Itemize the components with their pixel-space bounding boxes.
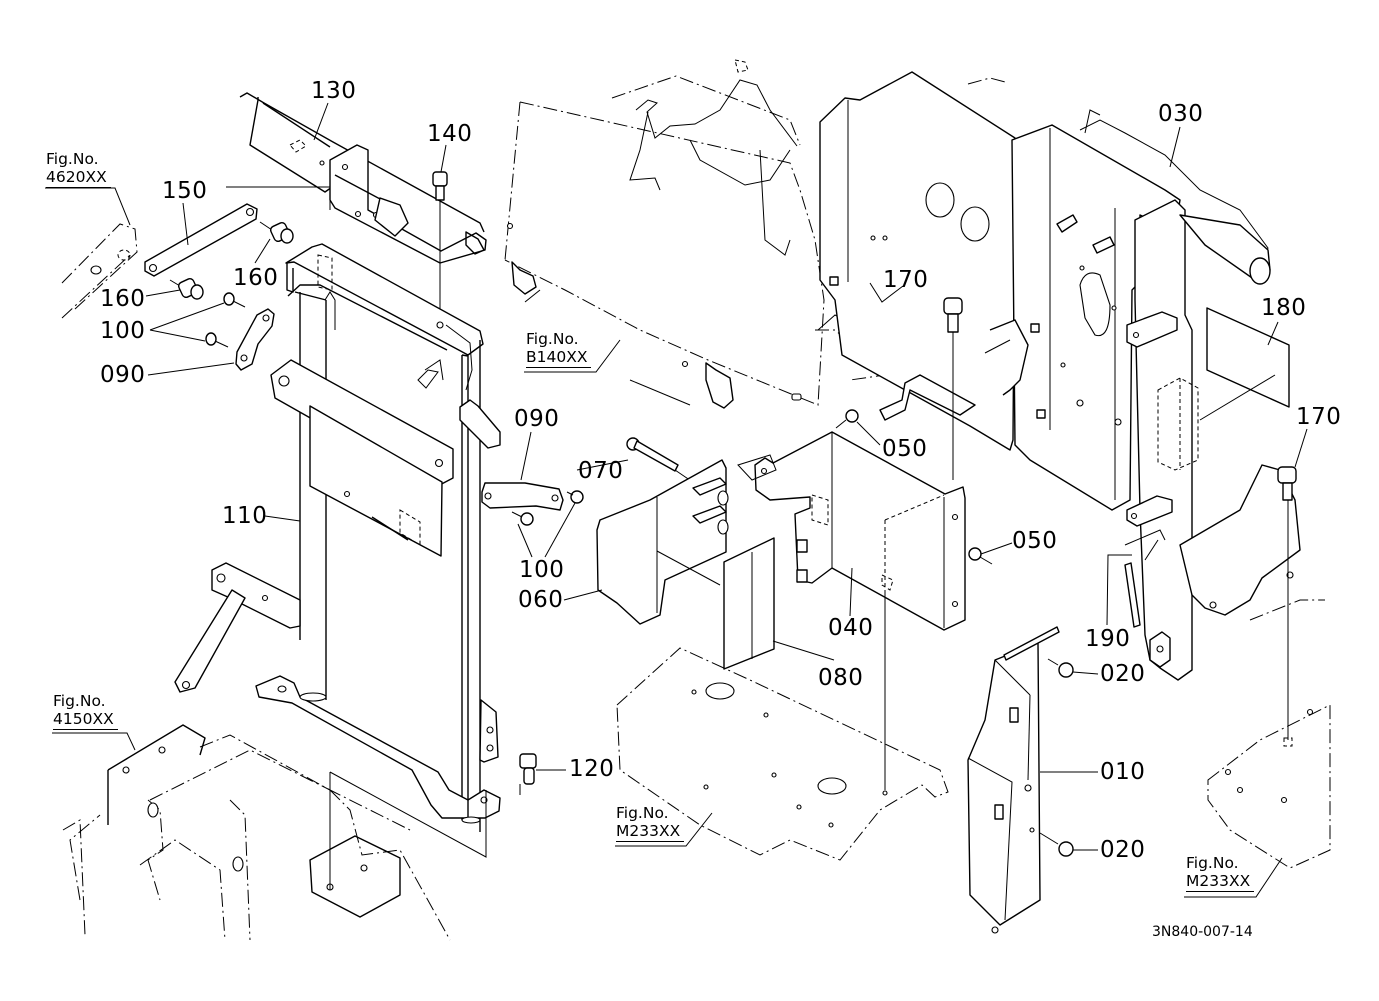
callout-040[interactable]: 040 (828, 615, 874, 641)
figref-prefix: Fig.No. (526, 330, 579, 348)
callout-060[interactable]: 060 (518, 587, 564, 613)
figref-m233xx-right[interactable]: Fig.No. M233XX (1186, 854, 1255, 892)
part-080-plate (723, 537, 775, 670)
callout-150[interactable]: 150 (162, 178, 208, 204)
drawing-id: 3N840-007-14 (1152, 924, 1253, 940)
part-010-cover (967, 626, 1060, 934)
figref-number: B140XX (526, 348, 592, 368)
bolt-160-lower (169, 277, 204, 300)
callout-080[interactable]: 080 (818, 665, 864, 691)
callout-160-upper[interactable]: 160 (233, 265, 279, 291)
callout-leaders (145, 102, 1308, 851)
callout-090-left[interactable]: 090 (100, 362, 146, 388)
callout-020-lower[interactable]: 020 (1100, 837, 1146, 863)
part-110-stand (174, 243, 501, 832)
callout-160-lower[interactable]: 160 (100, 286, 146, 312)
ref-floor-m233-right (1207, 599, 1331, 869)
callout-010[interactable]: 010 (1100, 759, 1146, 785)
part-030-frame (819, 71, 1301, 681)
part-060-cover (596, 459, 729, 625)
ref-panel-b140 (504, 59, 889, 409)
figref-b140xx[interactable]: Fig.No. B140XX (526, 330, 592, 368)
part-090-bracket-left (235, 308, 275, 371)
callout-140[interactable]: 140 (427, 121, 473, 147)
callout-050-lower[interactable]: 050 (1012, 528, 1058, 554)
callout-110[interactable]: 110 (222, 503, 268, 529)
figref-number: M233XX (1186, 872, 1255, 892)
callout-070[interactable]: 070 (578, 458, 624, 484)
part-180-label (1199, 307, 1290, 421)
figref-number: 4620XX (46, 168, 111, 188)
bolt-160-upper (259, 221, 294, 244)
callout-190[interactable]: 190 (1085, 626, 1131, 652)
figref-m233xx-mid[interactable]: Fig.No. M233XX (616, 804, 685, 842)
ref-floor-m233-mid (616, 647, 949, 861)
callout-120[interactable]: 120 (569, 756, 615, 782)
figref-prefix: Fig.No. (616, 804, 669, 822)
bolts-020 (1039, 658, 1074, 857)
part-130-bracket (239, 92, 487, 264)
ref-housing-4150 (62, 724, 487, 941)
callout-130[interactable]: 130 (311, 78, 357, 104)
bolt-120 (519, 753, 537, 795)
figref-number: 4150XX (53, 710, 118, 730)
ref-link-4620 (61, 223, 138, 319)
callout-050-upper[interactable]: 050 (882, 436, 928, 462)
figref-prefix: Fig.No. (1186, 854, 1239, 872)
figref-prefix: Fig.No. (46, 150, 99, 168)
callout-090-mid[interactable]: 090 (514, 406, 560, 432)
callout-020-upper[interactable]: 020 (1100, 661, 1146, 687)
callout-100-mid[interactable]: 100 (519, 557, 565, 583)
bolt-170-right (1277, 466, 1297, 740)
callout-170-right[interactable]: 170 (1296, 404, 1342, 430)
figref-leaders (45, 187, 1283, 898)
part-190-pin (1124, 529, 1166, 628)
part-090-bracket-mid (459, 399, 564, 511)
bolts-100-mid (511, 490, 584, 526)
bolt-170-mid (943, 297, 963, 480)
callout-030[interactable]: 030 (1158, 101, 1204, 127)
figref-prefix: Fig.No. (53, 692, 106, 710)
part-040-bracket (737, 431, 966, 790)
figref-number: M233XX (616, 822, 685, 842)
callout-180[interactable]: 180 (1261, 295, 1307, 321)
figref-4620xx[interactable]: Fig.No. 4620XX (46, 150, 111, 188)
figref-4150xx[interactable]: Fig.No. 4150XX (53, 692, 118, 730)
bolts-100-left (205, 292, 246, 348)
bolts-050 (835, 409, 993, 565)
callout-170-mid[interactable]: 170 (883, 267, 929, 293)
callout-100-left[interactable]: 100 (100, 318, 146, 344)
